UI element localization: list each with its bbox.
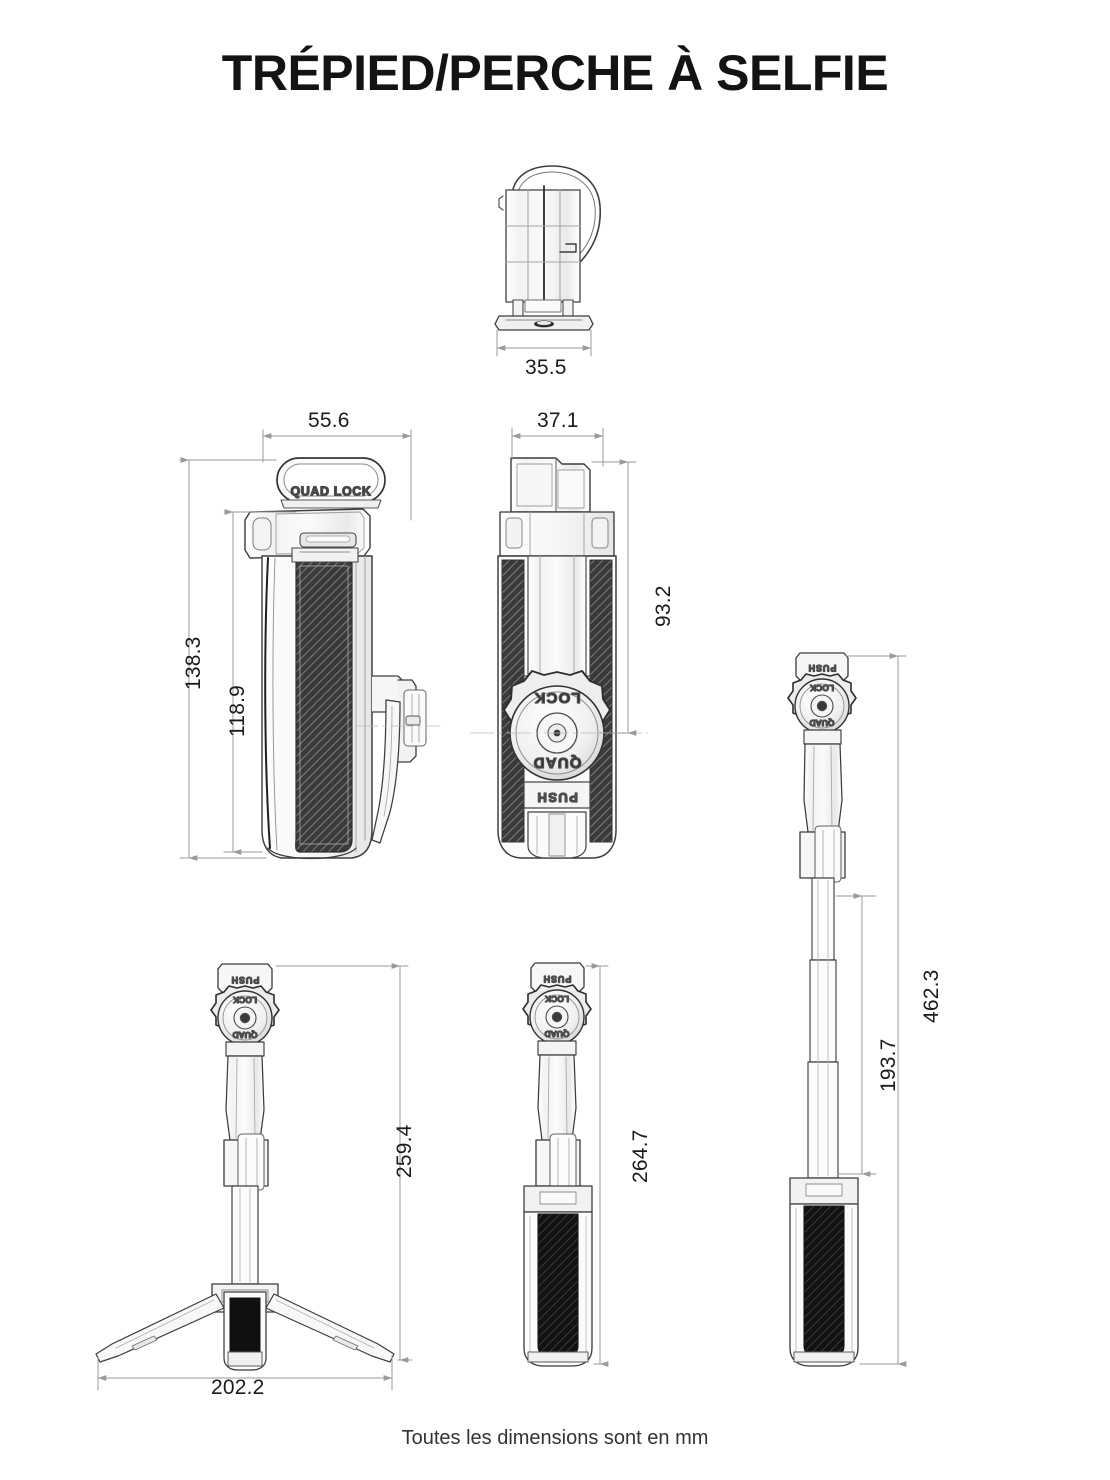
dim-side-height-body	[223, 509, 297, 855]
dim-side-width	[262, 429, 412, 521]
dim-label-side-width: 55.6	[308, 409, 350, 432]
dim-label-stick-closed-height: 264.7	[629, 1129, 652, 1183]
dim-stick-extension-length	[835, 893, 877, 1177]
dim-label-stick-extended-height: 462.3	[920, 969, 943, 1023]
dim-front-width	[511, 427, 604, 467]
dim-label-side-height-body: 118.9	[226, 685, 249, 737]
quad-lock-dial-closed: LOCK QUAD	[522, 984, 592, 1045]
dim-top-width	[496, 329, 592, 357]
dim-label-stick-extension-length: 193.7	[877, 1038, 900, 1092]
view-tripod-open: PUSH LOCK QUAD	[95, 963, 395, 1371]
svg-text:PUSH: PUSH	[543, 974, 572, 984]
svg-text:LOCK: LOCK	[809, 683, 834, 693]
dim-front-height	[591, 459, 637, 736]
dim-tripod-width	[97, 1355, 393, 1391]
svg-text:PUSH: PUSH	[536, 790, 578, 805]
svg-text:LOCK: LOCK	[544, 994, 569, 1004]
dim-side-height-overall	[179, 457, 277, 861]
dim-stick-extended-height	[845, 653, 907, 1367]
dim-label-top-width: 35.5	[525, 356, 567, 379]
svg-text:QUAD: QUAD	[533, 754, 582, 771]
view-stick-extended: PUSH LOCK QUAD	[787, 652, 859, 1367]
svg-text:LOCK: LOCK	[533, 689, 580, 706]
dim-label-side-height-overall: 138.3	[182, 636, 205, 690]
svg-text:PUSH: PUSH	[231, 975, 260, 985]
view-top	[494, 165, 602, 331]
dim-label-front-height: 93.2	[652, 585, 675, 627]
svg-text:QUAD: QUAD	[232, 1030, 257, 1040]
quad-lock-dial-tripod: LOCK QUAD	[210, 985, 280, 1046]
svg-text:QUAD LOCK: QUAD LOCK	[291, 485, 372, 499]
units-note: Toutes les dimensions sont en mm	[401, 1427, 709, 1449]
dim-tripod-height	[275, 963, 413, 1363]
quad-lock-dial-extended: LOCK QUAD	[787, 673, 857, 734]
dim-label-tripod-width: 202.2	[211, 1376, 265, 1399]
svg-text:LOCK: LOCK	[232, 995, 257, 1005]
dim-label-front-width: 37.1	[537, 409, 579, 432]
svg-text:PUSH: PUSH	[808, 663, 837, 673]
svg-text:QUAD: QUAD	[809, 718, 834, 728]
dim-stick-closed-height	[585, 963, 609, 1367]
view-front-folded: LOCK QUAD PUSH	[469, 457, 649, 859]
svg-text:QUAD: QUAD	[544, 1029, 569, 1039]
view-stick-closed: PUSH LOCK QUAD	[522, 962, 593, 1367]
page-title: TRÉPIED/PERCHE À SELFIE	[221, 45, 889, 101]
dim-label-tripod-height: 259.4	[393, 1124, 416, 1178]
view-side-folded: QUAD LOCK	[244, 457, 441, 860]
